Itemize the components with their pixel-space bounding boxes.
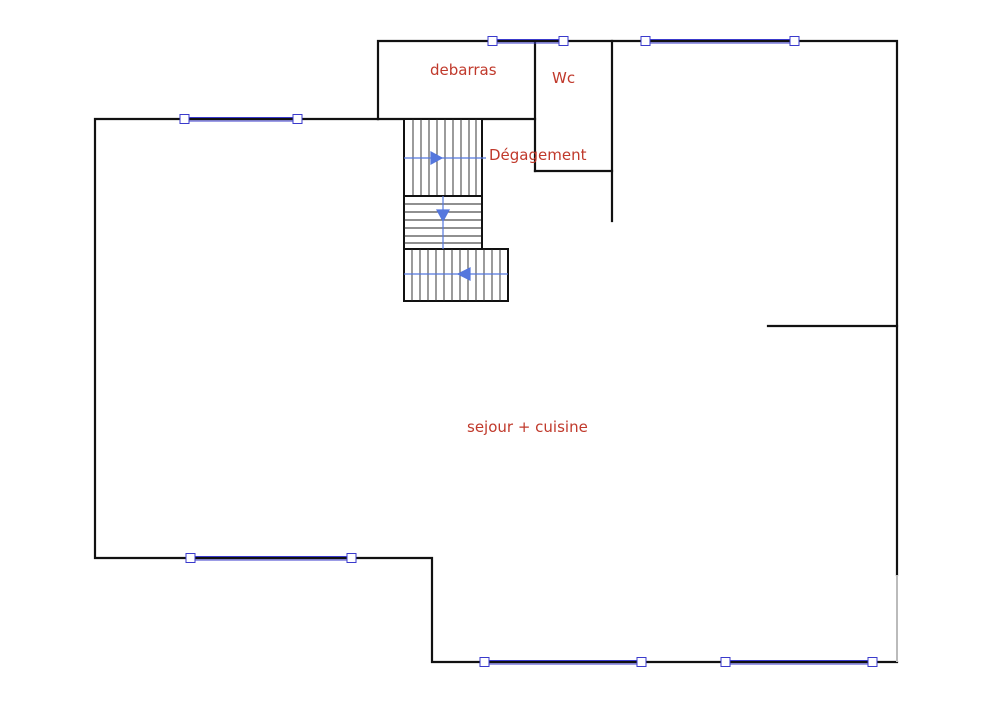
window-top-debarras <box>487 36 569 46</box>
stair-arrows <box>404 150 508 281</box>
windows <box>179 36 878 667</box>
main-outer-wall <box>93 117 899 664</box>
window-bottom-middle <box>479 657 647 667</box>
arrow-right-icon <box>430 150 444 166</box>
window-top-right <box>640 36 800 46</box>
stair-flight-bottom <box>403 248 509 302</box>
window-bottom-right <box>720 657 878 667</box>
staircase <box>403 118 509 302</box>
room-label-degagement: Dégagement <box>489 146 587 164</box>
walls <box>93 39 899 664</box>
top-outer-wall <box>376 39 899 577</box>
arrow-left-icon <box>456 267 471 281</box>
window-top-left <box>179 114 303 124</box>
window-bottom-left <box>185 553 357 563</box>
room-label-sejour-cuisine: sejour + cuisine <box>467 418 588 436</box>
room-label-debarras: debarras <box>430 61 497 79</box>
arrow-down-icon <box>435 209 451 223</box>
room-label-wc: Wc <box>552 69 575 87</box>
